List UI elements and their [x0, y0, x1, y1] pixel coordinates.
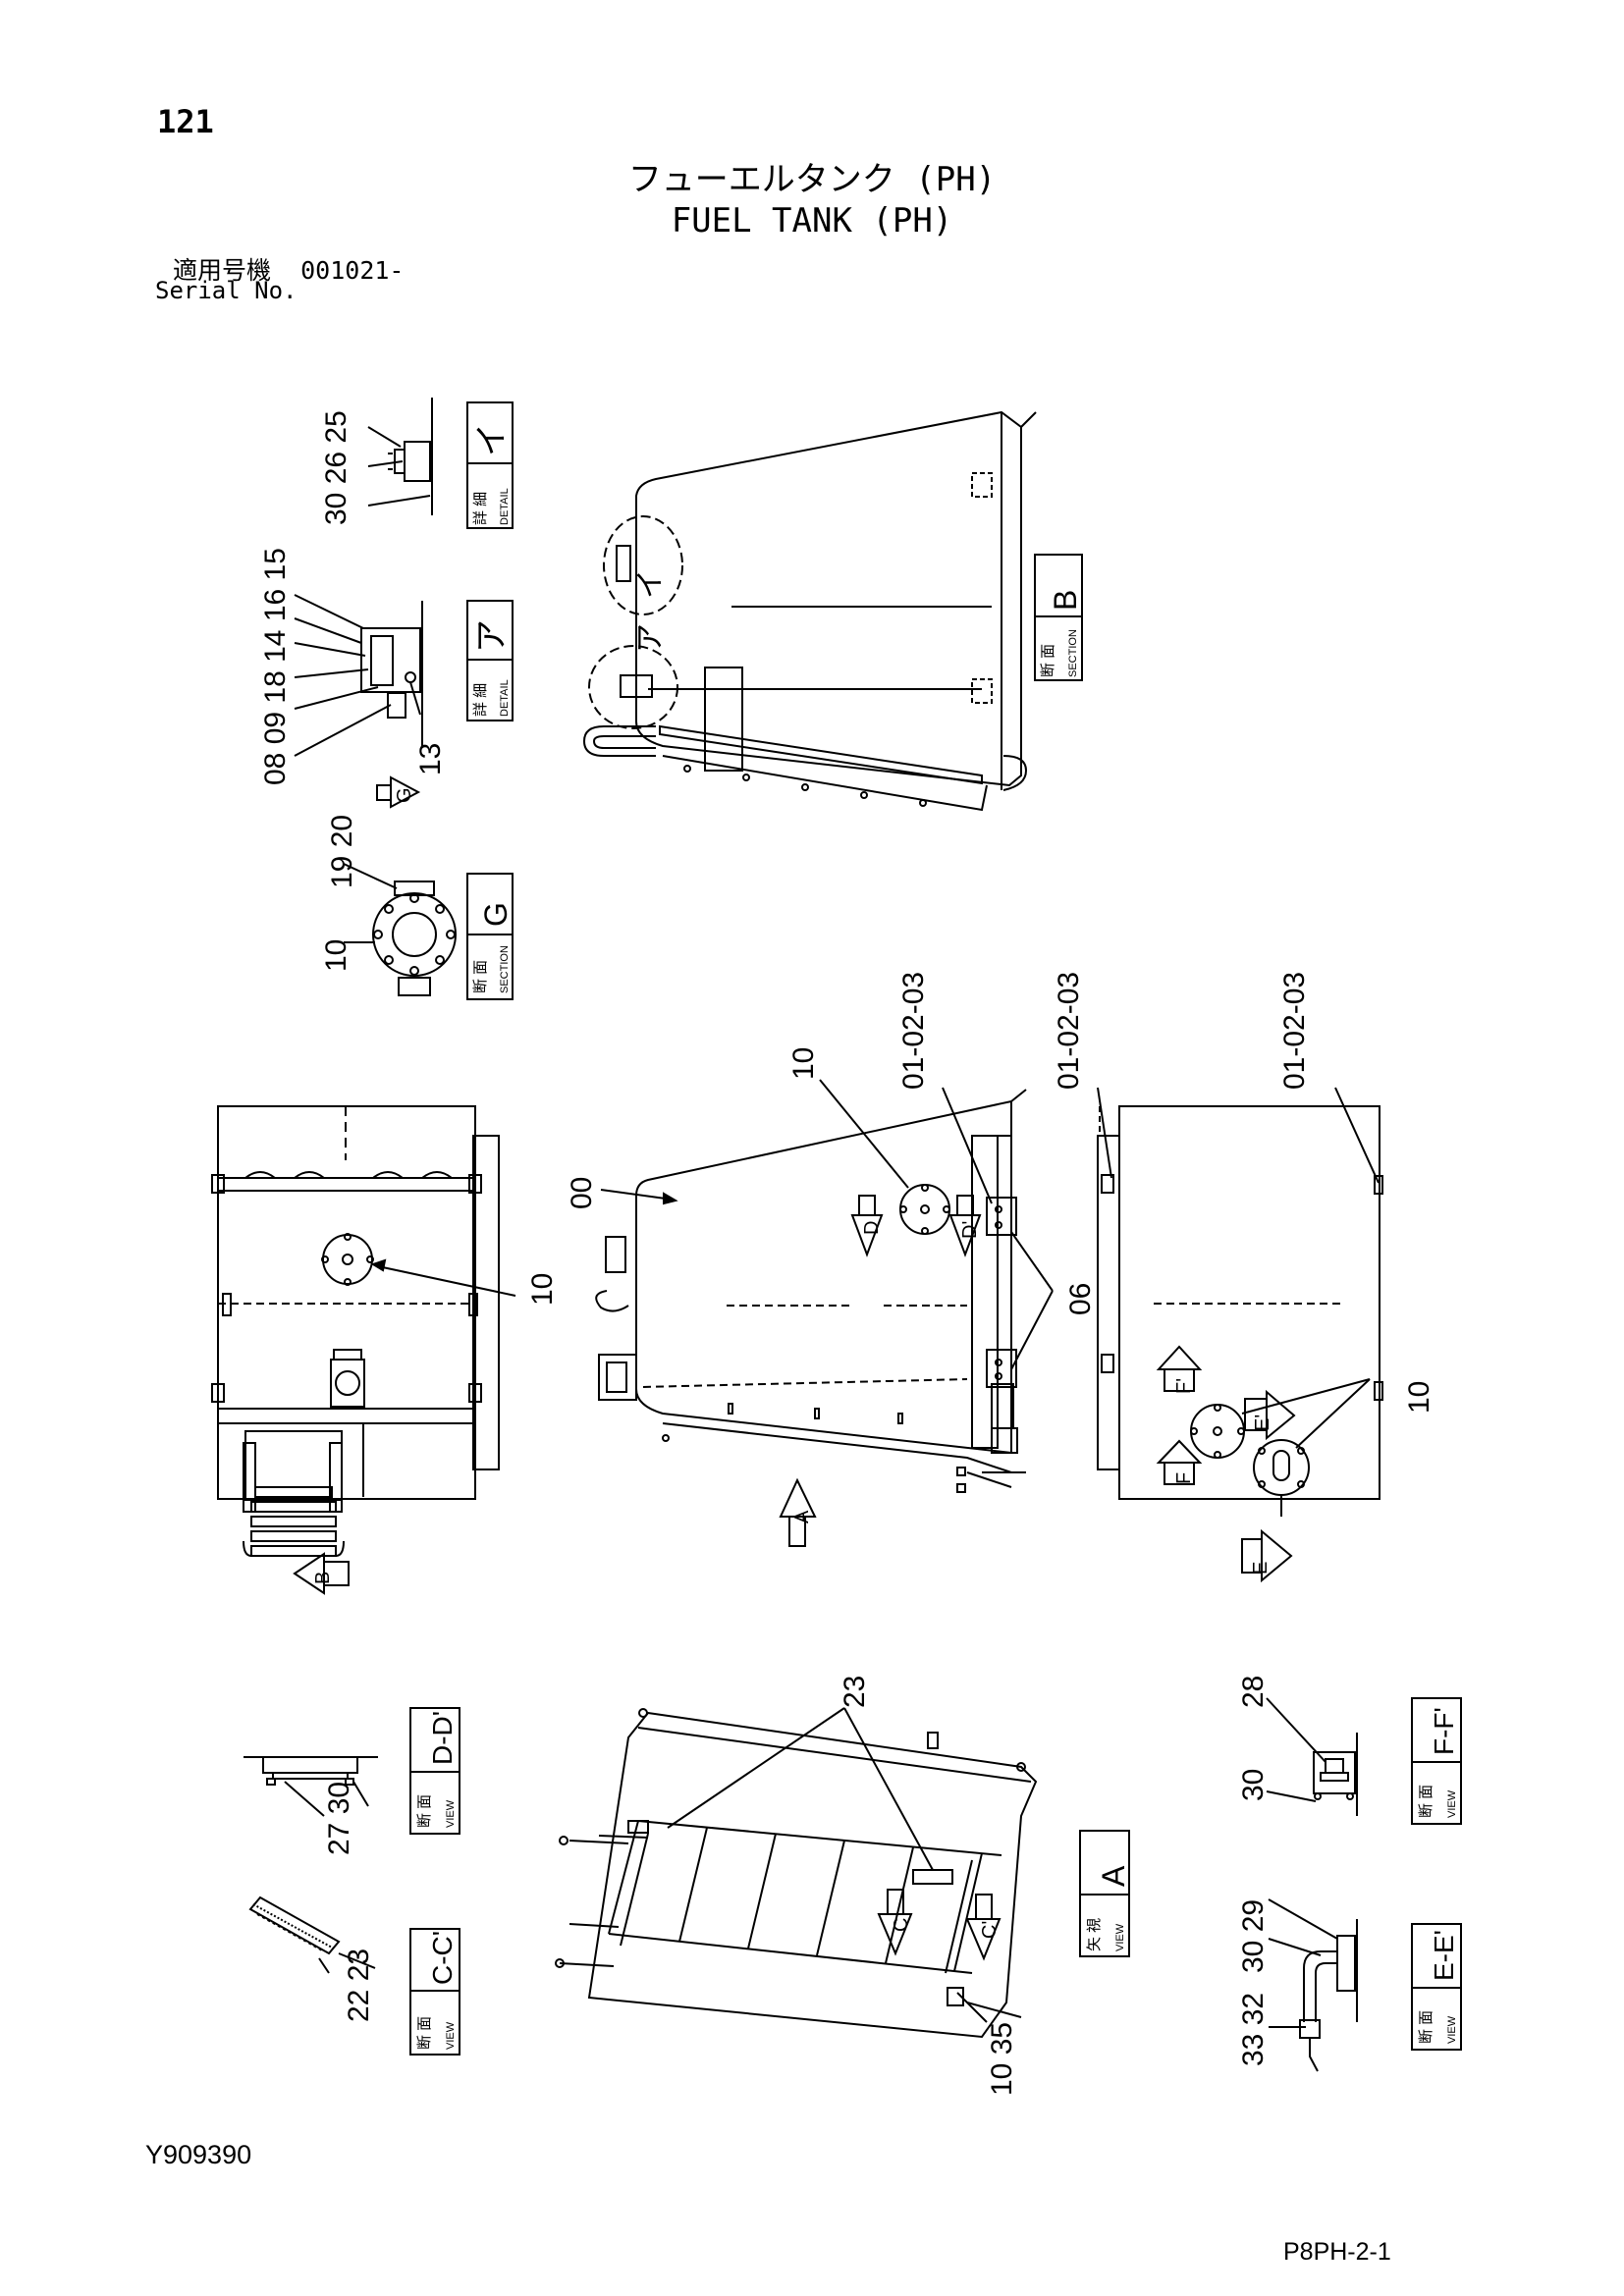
- view-ff: 28 30 断 面 VIEW F-F': [1237, 1676, 1462, 1825]
- title-japanese: フューエルタンク (PH): [627, 160, 997, 199]
- section-g-view: 19 20 10 断 面 SECTION G: [320, 815, 514, 1000]
- view-ff-en: VIEW: [1446, 1789, 1458, 1818]
- arrow-a-label: A: [791, 1510, 813, 1523]
- detail-a-mark: ア: [473, 619, 511, 653]
- callout-30-29: 30 29: [1237, 1899, 1270, 1973]
- callout-10-right: 10: [1403, 1381, 1435, 1414]
- view-a-jp: 矢 視: [1086, 1918, 1103, 1951]
- detail-a-en: DETAIL: [499, 679, 511, 717]
- detail-i-en: DETAIL: [499, 488, 511, 525]
- view-dd-mark: D-D': [427, 1711, 458, 1765]
- callout-01-02-03-right: 01-02-03: [1278, 972, 1311, 1090]
- arrow-e2-label: E': [1252, 1415, 1273, 1431]
- callout-01-02-03-mid: 01-02-03: [1053, 972, 1085, 1090]
- callout-28: 28: [1237, 1676, 1270, 1708]
- callout-33-32: 33 32: [1237, 1993, 1270, 2066]
- view-dd-jp: 断 面: [416, 1794, 433, 1828]
- view-ff-jp: 断 面: [1418, 1785, 1435, 1818]
- callout-10-main: 10: [787, 1047, 820, 1080]
- view-dd-en: VIEW: [445, 1799, 457, 1828]
- serial-label-japanese: 適用号機 001021-: [173, 251, 404, 287]
- view-dd: 27 30 断 面 VIEW D-D': [244, 1707, 460, 1855]
- page-number: 121: [157, 103, 214, 140]
- arrow-e-label: E: [1250, 1562, 1272, 1575]
- detail-a-view: 08 09 18 14 16 15 13 詳 細 DETAIL ア G: [259, 548, 514, 809]
- arrow-g-label: G: [394, 787, 415, 803]
- tank-side-view: 00 10 01-02-03 06 D D' A: [566, 972, 1097, 1547]
- section-b-mark-i: イ: [634, 569, 667, 599]
- arrow-b-label: B: [312, 1572, 334, 1584]
- arrow-d-label: D: [861, 1221, 883, 1235]
- section-b-mark: B: [1048, 590, 1083, 611]
- arrow-f2-label: F': [1173, 1378, 1195, 1394]
- serial-value: 001021-: [300, 256, 405, 285]
- serial-label-english: Serial No.: [155, 277, 298, 304]
- section-b-jp: 断 面: [1040, 644, 1056, 677]
- callout-30-26-25: 30 26 25: [320, 410, 352, 525]
- view-cc: 22 23 断 面 VIEW C-C': [248, 1896, 460, 2056]
- callout-23-top: 23: [839, 1676, 871, 1708]
- serial-label-jp: 適用号機: [173, 256, 272, 285]
- callout-06: 06: [1064, 1283, 1097, 1315]
- detail-i-view: 30 26 25 詳 細 DETAIL イ: [320, 398, 514, 529]
- view-cc-jp: 断 面: [416, 2016, 433, 2050]
- section-b-mark-a: ア: [634, 623, 667, 653]
- sheet-number: P8PH-2-1: [1283, 2238, 1391, 2266]
- view-a: 23 10 35 C C' 矢 視 VIEW A: [555, 1676, 1131, 2096]
- detail-i-mark: イ: [473, 423, 511, 456]
- view-cc-mark: C-C': [427, 1931, 458, 1985]
- callout-00: 00: [566, 1177, 598, 1209]
- view-a-mark: A: [1096, 1865, 1131, 1887]
- title-english: FUEL TANK (PH): [671, 201, 953, 240]
- callout-10-35: 10 35: [986, 2022, 1018, 2096]
- callout-13: 13: [414, 743, 447, 775]
- section-g-mark: G: [478, 902, 514, 927]
- callout-01-02-03-main: 01-02-03: [897, 972, 930, 1090]
- arrow-c2-label: C': [979, 1921, 1001, 1939]
- arrow-f-label: F: [1173, 1472, 1195, 1484]
- section-g-en: SECTION: [499, 945, 511, 993]
- callout-30-ff: 30: [1237, 1769, 1270, 1801]
- view-ff-mark: F-F': [1429, 1707, 1459, 1755]
- callout-detail-a-parts: 08 09 18 14 16 15: [259, 548, 292, 785]
- section-g-jp: 断 面: [472, 960, 489, 993]
- view-ee-en: VIEW: [1446, 2015, 1458, 2044]
- detail-a-jp: 詳 細: [472, 683, 489, 717]
- callout-19-20: 19 20: [326, 815, 358, 888]
- tank-front-view: 01-02-03 01-02-03 10 F' E' F E: [982, 972, 1435, 1583]
- callout-10-left: 10: [526, 1273, 559, 1306]
- arrow-d2-label: D': [959, 1221, 981, 1239]
- view-cc-en: VIEW: [445, 2021, 457, 2050]
- drawing-number: Y909390: [145, 2140, 252, 2169]
- detail-i-jp: 詳 細: [472, 492, 489, 525]
- arrow-c-label: C: [891, 1918, 912, 1932]
- section-b-view: イ ア 断 面 SECTION B: [582, 410, 1083, 812]
- callout-22-23: 22 23: [343, 1949, 375, 2022]
- callout-10-g: 10: [320, 939, 352, 972]
- view-a-en: VIEW: [1114, 1923, 1126, 1951]
- view-ee: 30 29 33 32 断 面 VIEW E-E': [1237, 1898, 1462, 2072]
- tank-top-view: 10 B: [211, 1105, 559, 1595]
- section-b-en: SECTION: [1067, 629, 1079, 677]
- view-ee-mark: E-E': [1429, 1930, 1459, 1981]
- callout-27-30: 27 30: [323, 1782, 355, 1855]
- view-ee-jp: 断 面: [1418, 2010, 1435, 2044]
